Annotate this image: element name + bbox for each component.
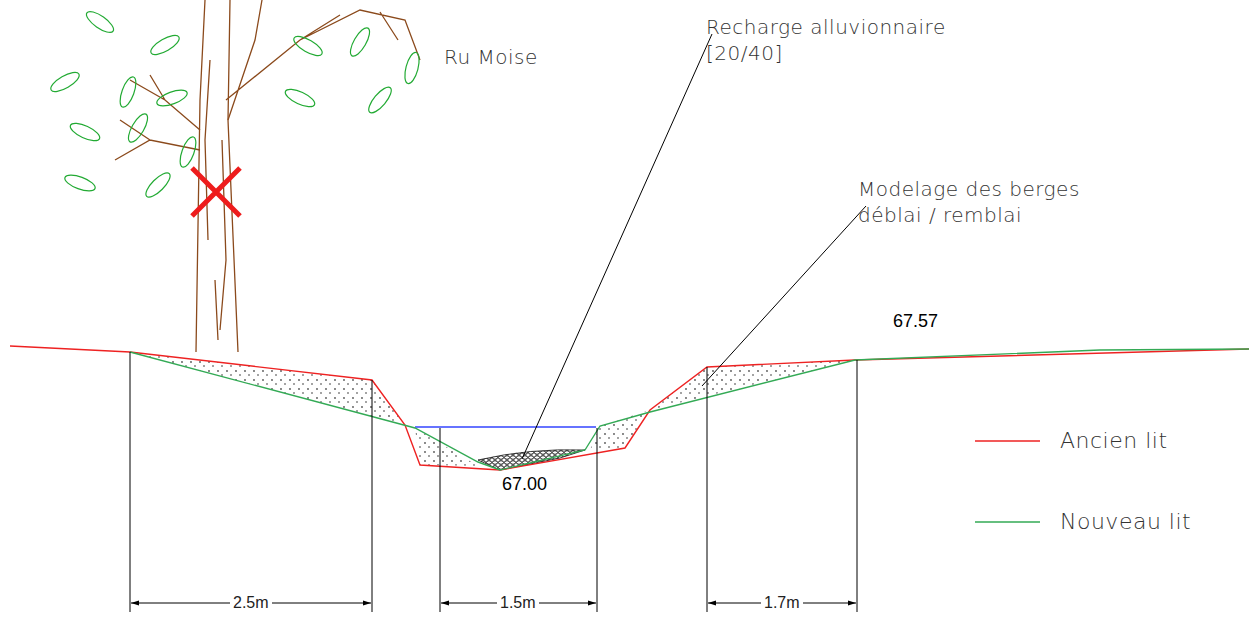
elevation: 67.57 — [893, 310, 938, 333]
leader-line — [522, 34, 712, 459]
dimension: 1.7m — [761, 593, 803, 614]
gravel-recharge — [478, 450, 585, 470]
legend-text: Ancien lit — [1060, 427, 1168, 456]
water-line — [415, 426, 596, 427]
felling-mark — [192, 168, 240, 216]
tree — [115, 0, 420, 352]
stream-name: Ru Moise — [444, 44, 538, 70]
fill-zone — [590, 410, 650, 450]
legend-sample — [975, 440, 1040, 442]
new-bed — [130, 349, 1249, 470]
elevation: 67.00 — [502, 473, 547, 496]
leader-line — [702, 206, 866, 386]
dimension: 1.5m — [497, 593, 539, 614]
legend-sample — [975, 521, 1040, 523]
callout-text: Recharge alluvionnaire [20/40] — [706, 14, 966, 66]
dimension: 2.5m — [230, 593, 272, 614]
callout-text: Modelage des berges déblai / remblai — [858, 176, 1148, 228]
extension-lines — [130, 352, 857, 612]
old-bed — [10, 346, 1249, 470]
legend-text: Nouveau lit — [1060, 508, 1191, 537]
